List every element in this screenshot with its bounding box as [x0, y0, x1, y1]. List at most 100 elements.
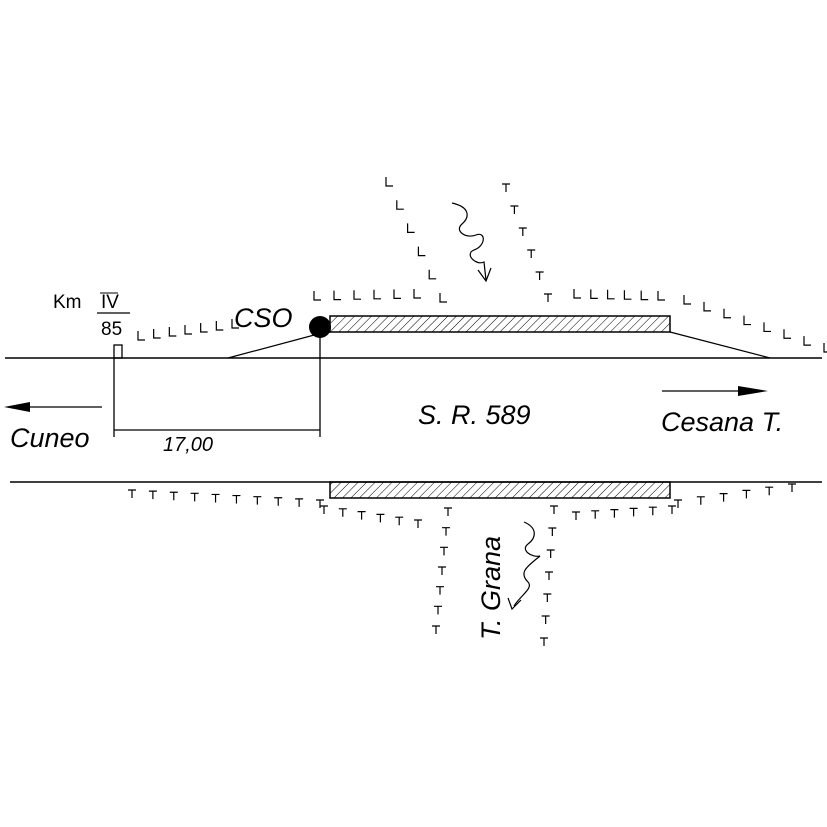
slope-mark-upper-bridge: [590, 289, 598, 299]
slope-mark-lower-bridge: [591, 510, 600, 519]
slope-mark-upper-bridge: [623, 290, 632, 300]
slope-mark-lower-left: [211, 493, 220, 503]
slope-mark-river-right: [510, 205, 519, 214]
flow-squiggle-top: [451, 202, 487, 281]
slope-mark-river-left: [407, 223, 415, 233]
river-label: T. Grana: [476, 536, 506, 640]
slope-mark-upper-right: [703, 301, 711, 312]
slope-mark-upper-bridge: [313, 291, 321, 301]
bridge-parapet-top: [329, 315, 671, 333]
slope-mark-lower-left: [253, 496, 262, 505]
slope-mark-river-lower-left: [442, 527, 450, 536]
slope-mark-river-left: [428, 269, 437, 280]
slope-mark-river-lower-left: [434, 605, 442, 615]
slope-mark-lower-right: [674, 499, 682, 508]
slope-mark-river-lower-right: [540, 637, 548, 646]
flow-squiggle-bottom: [513, 521, 541, 607]
slope-mark-upper-left: [231, 319, 239, 329]
slope-mark-lower-left: [148, 490, 157, 500]
slope-mark-lower-left: [128, 489, 136, 498]
slope-mark-upper-right: [723, 308, 731, 319]
flow-arrowhead-bottom: [507, 597, 522, 611]
slope-mark-lower-left: [295, 498, 304, 507]
slope-mark-upper-bridge: [607, 289, 615, 300]
slope-mark-lower-bridge: [572, 511, 580, 520]
km-number: 85: [101, 319, 122, 340]
slope-mark-river-lower-right: [545, 571, 553, 580]
slope-mark-river-lower-left: [444, 507, 452, 516]
road-label: S. R. 589: [418, 400, 531, 430]
slope-mark-upper-right: [743, 315, 751, 326]
slope-mark-upper-bridge: [353, 290, 361, 300]
slope-mark-lower-left: [232, 494, 241, 504]
slope-mark-upper-left: [215, 321, 224, 331]
arrow-left-head: [4, 402, 30, 412]
slope-mark-upper-left: [184, 325, 192, 335]
slope-mark-river-left: [385, 177, 393, 187]
slope-mark-river-left: [417, 246, 426, 257]
km-label: Km: [53, 292, 82, 313]
slope-mark-lower-bridge: [668, 505, 676, 514]
slope-mark-upper-bridge: [640, 290, 649, 301]
slope-mark-river-lower-left: [440, 546, 448, 556]
slope-mark-upper-right: [683, 295, 691, 305]
km-marker: [113, 344, 123, 359]
slope-mark-river-right: [502, 183, 510, 192]
slope-mark-upper-right: [763, 322, 771, 333]
slope-mark-lower-bridge: [395, 516, 404, 526]
bridge-parapet-bottom: [329, 481, 671, 499]
slope-mark-river-right: [535, 271, 544, 280]
slope-mark-river-lower-right: [550, 505, 558, 514]
slope-mark-upper-bridge: [333, 290, 341, 301]
embankment-marks: [128, 177, 827, 646]
slope-mark-river-lower-left: [432, 625, 440, 634]
slope-mark-river-lower-right: [546, 549, 555, 558]
slope-mark-lower-bridge: [338, 508, 347, 517]
slope-mark-lower-bridge: [320, 505, 328, 514]
slope-mark-lower-left: [316, 499, 324, 508]
arrow-right-head: [738, 386, 768, 396]
cso-label: CSO: [234, 303, 293, 333]
slope-mark-upper-bridge: [413, 289, 421, 299]
slope-mark-river-left: [396, 200, 404, 210]
slope-mark-upper-left: [153, 329, 161, 339]
distance-label: 17,00: [163, 434, 213, 456]
slope-mark-upper-left: [137, 331, 145, 341]
km-roman: IV: [101, 292, 119, 313]
slope-mark-lower-bridge: [376, 513, 385, 523]
slope-mark-upper-bridge: [393, 289, 401, 299]
slope-mark-upper-bridge: [573, 289, 581, 299]
slope-mark-lower-left: [274, 497, 283, 506]
slope-mark-river-lower-left: [438, 566, 446, 575]
approach-right: [669, 331, 771, 359]
slope-mark-lower-bridge: [414, 519, 422, 528]
slope-mark-river-right: [518, 227, 527, 236]
flow-arrowhead-top: [477, 267, 492, 283]
slope-mark-lower-bridge: [629, 507, 638, 517]
slope-mark-upper-left: [168, 327, 177, 337]
slope-mark-lower-bridge: [357, 511, 366, 520]
slope-mark-upper-bridge: [373, 289, 381, 300]
slope-mark-upper-left: [200, 323, 208, 333]
cso-point: [309, 316, 331, 338]
slope-mark-lower-bridge: [648, 506, 657, 516]
slope-mark-lower-left: [190, 492, 199, 502]
slope-mark-lower-bridge: [610, 509, 619, 518]
slope-mark-lower-right: [696, 496, 705, 505]
slope-mark-river-lower-right: [543, 593, 552, 602]
slope-mark-river-left: [439, 293, 447, 303]
slope-mark-river-lower-right: [548, 527, 557, 536]
slope-mark-lower-right: [788, 483, 796, 492]
slope-mark-lower-right: [765, 486, 774, 496]
slope-mark-upper-right: [823, 343, 827, 353]
direction-left: Cuneo: [10, 423, 90, 453]
slope-mark-upper-right: [783, 329, 791, 339]
slope-mark-river-right: [544, 293, 552, 302]
slope-mark-upper-bridge: [657, 291, 665, 301]
slope-mark-lower-right: [719, 493, 728, 502]
slope-mark-river-right: [527, 249, 536, 258]
slope-mark-river-lower-left: [436, 586, 444, 595]
slope-mark-lower-left: [169, 491, 178, 501]
direction-right: Cesana T.: [661, 407, 783, 437]
slope-mark-river-lower-right: [541, 615, 550, 624]
